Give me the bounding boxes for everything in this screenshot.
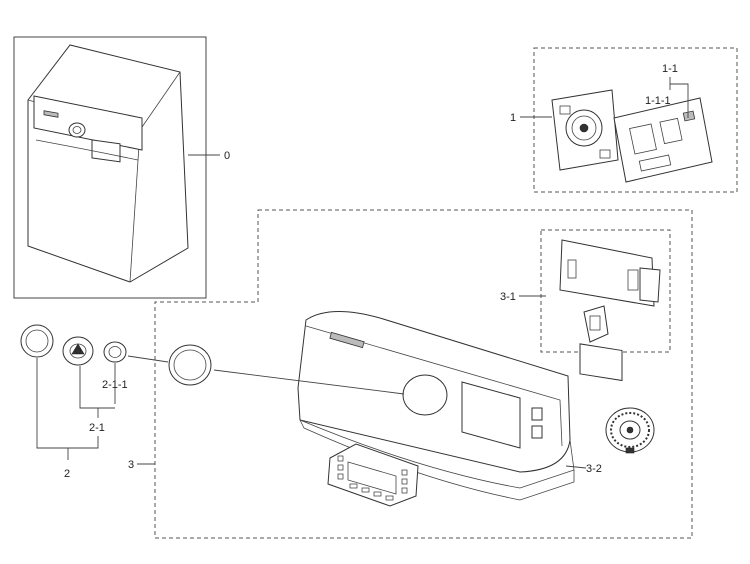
panel-knob-opening (402, 374, 448, 416)
keypad-membrane (327, 443, 419, 507)
display-pcb-connector (583, 305, 609, 343)
display-pcb-side-module (639, 267, 661, 303)
pcb-right-module (613, 97, 713, 183)
label-part-2: 2 (64, 468, 70, 480)
pcb-dashed-frame (533, 47, 738, 193)
display-pcb-screen (579, 343, 623, 382)
label-part-3-1: 3-1 (500, 291, 516, 303)
label-part-2-1-1: 2-1-1 (102, 379, 128, 391)
keypad-membrane-body (327, 443, 419, 507)
label-part-1-1-1: 1-1-1 (645, 95, 671, 107)
label-part-1: 1 (510, 112, 516, 124)
label-part-2-1: 2-1 (89, 422, 105, 434)
washer-logo (43, 110, 59, 118)
control-panel-housing (297, 310, 575, 501)
washer-display (91, 139, 121, 163)
washer-overview: 0 (13, 36, 230, 299)
knob-small-ring (103, 341, 127, 363)
panel-button-bottom (531, 425, 543, 439)
knob-large-ring (168, 344, 212, 386)
pcb-assembly-group: 1 1-1 1-1-1 (510, 47, 738, 193)
washer-control-panel (33, 95, 143, 151)
washer-dial (68, 122, 86, 138)
display-pcb-group: 3-1 (500, 229, 671, 382)
panel-dashed-frame (154, 209, 693, 539)
label-part-1-1: 1-1 (662, 63, 678, 75)
washer-body (27, 44, 189, 283)
panel-logo (329, 331, 365, 349)
label-part-3: 3 (128, 459, 134, 471)
display-pcb-board (559, 239, 655, 307)
knob-encoder-group: 3-2 (565, 407, 655, 475)
label-part-0: 0 (224, 150, 230, 162)
panel-display-window (461, 381, 521, 449)
panel-button-top (531, 407, 543, 421)
knob-parts-group: 2-1-1 2-1 2 (20, 324, 405, 480)
label-part-3-2: 3-2 (586, 463, 602, 475)
washer-frame (13, 36, 207, 299)
